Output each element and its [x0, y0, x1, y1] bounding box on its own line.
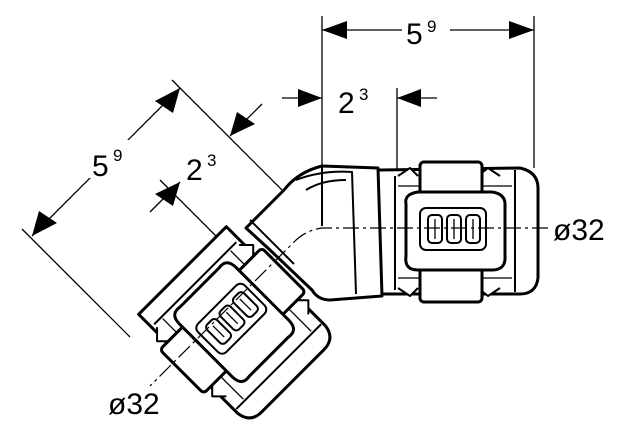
left-insertion-exponent: 3: [207, 151, 216, 170]
arrow-head: [397, 89, 421, 107]
top-insertion-dimension: 2 3: [282, 85, 437, 170]
center-axis: [149, 227, 548, 387]
arrow-head: [509, 21, 534, 39]
arrow-head: [298, 89, 322, 107]
elbow-body: [244, 164, 384, 302]
bottom-diameter-label: ø32: [108, 388, 160, 421]
arrow-head: [155, 88, 180, 113]
left-overall-value: 5: [92, 150, 109, 183]
right-coupling: [376, 160, 540, 304]
top-overall-dimension: 5 9: [321, 12, 535, 168]
top-insertion-value: 2: [338, 87, 355, 120]
left-insertion-dimension: 2 3: [149, 103, 263, 257]
left-label-plate: [195, 282, 268, 355]
top-overall-exponent: 9: [427, 17, 436, 36]
top-overall-value: 5: [406, 18, 423, 51]
left-overall-exponent: 9: [113, 146, 122, 165]
top-insertion-exponent: 3: [359, 85, 368, 104]
arrow-head: [32, 211, 57, 236]
arrow-head: [322, 21, 347, 39]
arrow-head: [155, 182, 180, 206]
right-diameter-label: ø32: [553, 214, 605, 247]
left-insertion-value: 2: [186, 154, 203, 187]
arrow-head: [230, 112, 255, 136]
